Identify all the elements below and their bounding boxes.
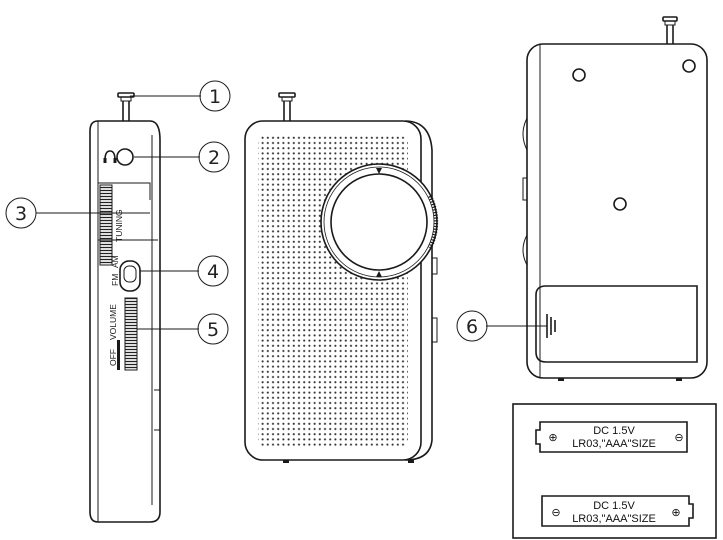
off-label: OFF <box>108 349 118 366</box>
svg-text:5: 5 <box>207 319 219 341</box>
screw-hole <box>613 197 627 211</box>
callout-1: 1 <box>199 80 231 112</box>
front-antenna <box>278 92 296 121</box>
front-body <box>244 120 422 461</box>
back-body <box>526 43 708 379</box>
antenna <box>117 92 135 121</box>
svg-text:LR03,"AAA"SIZE: LR03,"AAA"SIZE <box>572 513 656 525</box>
am-label: AM <box>110 255 120 268</box>
svg-text:⊕: ⊕ <box>671 507 680 519</box>
svg-text:DC 1.5V: DC 1.5V <box>593 500 635 512</box>
volume-label: VOLUME <box>108 304 118 340</box>
front-view <box>244 92 439 463</box>
tuning-label: TUNING <box>114 209 124 242</box>
tuning-dial <box>320 163 439 281</box>
back-view <box>486 16 708 381</box>
callout-2: 2 <box>198 141 230 173</box>
side-body <box>89 120 161 523</box>
battery-door <box>535 285 698 363</box>
callout-4: 4 <box>197 255 229 287</box>
battery-slot-bottom: ⊖ ⊕ DC 1.5V LR03,"AAA"SIZE <box>541 495 694 527</box>
svg-text:⊖: ⊖ <box>674 432 683 444</box>
volume-wheel: VOLUME OFF <box>108 297 138 371</box>
svg-text:⊖: ⊖ <box>551 507 560 519</box>
callout-5: 5 <box>197 313 229 345</box>
battery-compartment: ⊕ ⊖ DC 1.5V LR03,"AAA"SIZE ⊖ ⊕ DC 1.5V L… <box>512 403 717 539</box>
screw-hole <box>572 68 586 82</box>
svg-text:1: 1 <box>209 86 221 108</box>
svg-text:LR03,"AAA"SIZE: LR03,"AAA"SIZE <box>572 438 656 450</box>
svg-text:⊕: ⊕ <box>548 432 557 444</box>
svg-text:6: 6 <box>466 316 478 338</box>
svg-text:4: 4 <box>207 261 219 283</box>
band-switch: FM AM <box>110 255 141 292</box>
svg-text:3: 3 <box>15 203 27 225</box>
battery-slot-top: ⊕ ⊖ DC 1.5V LR03,"AAA"SIZE <box>535 421 688 453</box>
back-antenna <box>662 16 678 44</box>
headphone-jack <box>103 148 134 166</box>
callout-3: 3 <box>5 197 37 229</box>
screw-hole <box>682 59 696 73</box>
svg-text:2: 2 <box>208 147 220 169</box>
tuning-wheel: TUNING <box>98 182 158 266</box>
callout-6: 6 <box>456 310 488 342</box>
side-view: TUNING FM AM VOLUME OFF <box>36 92 201 523</box>
fm-label: FM <box>110 274 120 286</box>
svg-text:DC 1.5V: DC 1.5V <box>593 425 635 437</box>
